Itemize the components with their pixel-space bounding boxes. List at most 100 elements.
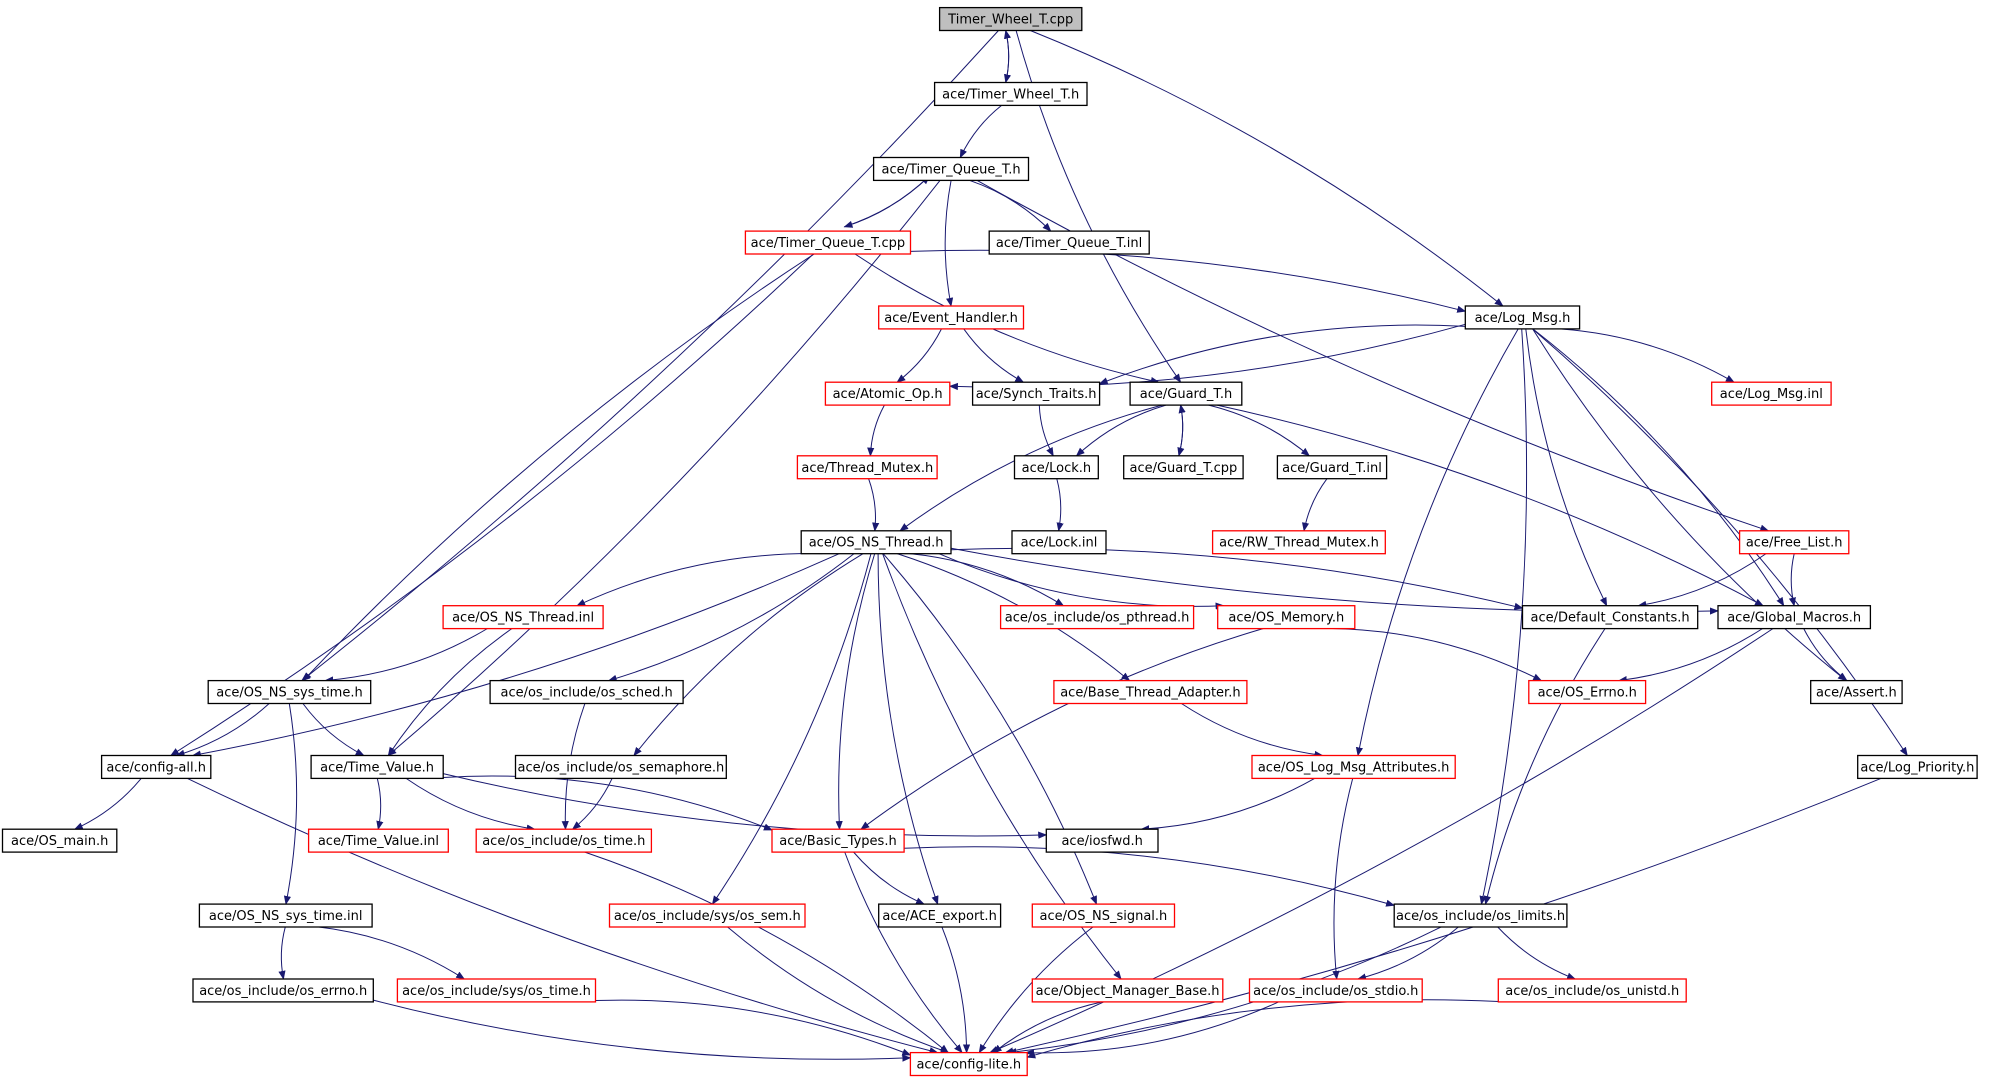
node-guard-cpp[interactable]: ace/Guard_T.cpp bbox=[1123, 455, 1244, 480]
node-objmgr[interactable]: ace/Object_Manager_Base.h bbox=[1031, 978, 1224, 1003]
node-box[interactable] bbox=[1810, 679, 1903, 705]
node-box[interactable] bbox=[1738, 530, 1850, 555]
node-box[interactable] bbox=[310, 754, 444, 780]
node-limits[interactable]: ace/os_include/os_limits.h bbox=[1393, 903, 1568, 928]
node-timevalue[interactable]: ace/Time_Value.h bbox=[310, 754, 444, 780]
node-freelist[interactable]: ace/Free_List.h bbox=[1738, 530, 1850, 555]
node-box[interactable] bbox=[1528, 679, 1647, 705]
node-box[interactable] bbox=[1031, 978, 1224, 1003]
node-box[interactable] bbox=[1217, 605, 1356, 630]
node-box[interactable] bbox=[1464, 305, 1581, 330]
node-atomic[interactable]: ace/Atomic_Op.h bbox=[824, 381, 951, 406]
node-box[interactable] bbox=[192, 978, 374, 1003]
node-pthread[interactable]: ace/os_include/os_pthread.h bbox=[999, 605, 1195, 630]
node-box[interactable] bbox=[999, 605, 1195, 630]
node-rwmutex[interactable]: ace/RW_Thread_Mutex.h bbox=[1211, 530, 1386, 555]
node-queue-h[interactable]: ace/Timer_Queue_T.h bbox=[872, 156, 1030, 182]
node-box[interactable] bbox=[608, 903, 806, 928]
node-box[interactable] bbox=[207, 679, 372, 705]
node-box[interactable] bbox=[800, 530, 952, 555]
node-stdio[interactable]: ace/os_include/os_stdio.h bbox=[1248, 978, 1423, 1003]
node-box[interactable] bbox=[744, 230, 912, 255]
node-box[interactable] bbox=[1045, 828, 1159, 853]
node-basictypes[interactable]: ace/Basic_Types.h bbox=[771, 828, 905, 853]
node-guard-h[interactable]: ace/Guard_T.h bbox=[1129, 381, 1243, 406]
node-box[interactable] bbox=[796, 455, 938, 480]
node-systime2[interactable]: ace/os_include/sys/os_time.h bbox=[396, 978, 597, 1003]
node-box[interactable] bbox=[1497, 978, 1687, 1003]
node-queue-cpp[interactable]: ace/Timer_Queue_T.cpp bbox=[744, 230, 912, 255]
node-assert[interactable]: ace/Assert.h bbox=[1810, 679, 1903, 705]
node-box[interactable] bbox=[1717, 605, 1872, 630]
node-box[interactable] bbox=[1129, 381, 1243, 406]
node-wheel-h[interactable]: ace/Timer_Wheel_T.h bbox=[933, 81, 1088, 107]
node-box[interactable] bbox=[1123, 455, 1244, 480]
node-semaphore[interactable]: ace/os_include/os_semaphore.h bbox=[514, 754, 727, 780]
node-box[interactable] bbox=[1013, 455, 1099, 480]
node-box[interactable] bbox=[442, 605, 604, 630]
node-box[interactable] bbox=[1, 828, 118, 853]
node-box[interactable] bbox=[933, 81, 1088, 107]
node-box[interactable] bbox=[1276, 455, 1388, 480]
node-basethread[interactable]: ace/Base_Thread_Adapter.h bbox=[1053, 679, 1248, 705]
node-configlite[interactable]: ace/config-lite.h bbox=[909, 1051, 1028, 1077]
node-lock-h[interactable]: ace/Lock.h bbox=[1013, 455, 1099, 480]
node-configall[interactable]: ace/config-all.h bbox=[100, 754, 212, 780]
node-osmain[interactable]: ace/OS_main.h bbox=[1, 828, 118, 853]
node-osthread-h[interactable]: ace/OS_NS_Thread.h bbox=[800, 530, 952, 555]
node-lock-inl[interactable]: ace/Lock.inl bbox=[1011, 530, 1107, 555]
node-systime-inl[interactable]: ace/OS_NS_sys_time.inl bbox=[198, 903, 373, 928]
node-wheel-cpp[interactable]: Timer_Wheel_T.cpp bbox=[938, 6, 1083, 32]
node-box[interactable] bbox=[489, 679, 684, 705]
node-logmsg-h[interactable]: ace/Log_Msg.h bbox=[1464, 305, 1581, 330]
node-event-h[interactable]: ace/Event_Handler.h bbox=[878, 305, 1025, 330]
node-unistd[interactable]: ace/os_include/os_unistd.h bbox=[1497, 978, 1687, 1003]
node-tv-inl[interactable]: ace/Time_Value.inl bbox=[307, 828, 449, 853]
node-iosfwd[interactable]: ace/iosfwd.h bbox=[1045, 828, 1159, 853]
node-guard-inl[interactable]: ace/Guard_T.inl bbox=[1276, 455, 1388, 480]
node-box[interactable] bbox=[1857, 754, 1978, 780]
node-box[interactable] bbox=[198, 903, 373, 928]
node-systime-h[interactable]: ace/OS_NS_sys_time.h bbox=[207, 679, 372, 705]
node-signal[interactable]: ace/OS_NS_signal.h bbox=[1031, 903, 1176, 928]
node-errno[interactable]: ace/os_include/os_errno.h bbox=[192, 978, 374, 1003]
node-box[interactable] bbox=[396, 978, 597, 1003]
node-box[interactable] bbox=[878, 903, 1002, 928]
node-box[interactable] bbox=[100, 754, 212, 780]
node-box[interactable] bbox=[1393, 903, 1568, 928]
node-box[interactable] bbox=[1031, 903, 1176, 928]
node-sched[interactable]: ace/os_include/os_sched.h bbox=[489, 679, 684, 705]
node-box[interactable] bbox=[878, 305, 1025, 330]
node-box[interactable] bbox=[824, 381, 951, 406]
node-logmsg-inl[interactable]: ace/Log_Msg.inl bbox=[1711, 381, 1832, 406]
node-box[interactable] bbox=[1521, 605, 1699, 630]
node-box[interactable] bbox=[475, 828, 653, 853]
node-queue-inl[interactable]: ace/Timer_Queue_T.inl bbox=[988, 230, 1150, 255]
node-oslogattr[interactable]: ace/OS_Log_Msg_Attributes.h bbox=[1251, 754, 1456, 780]
node-box[interactable] bbox=[514, 754, 727, 780]
node-box[interactable] bbox=[1011, 530, 1107, 555]
node-box[interactable] bbox=[1711, 381, 1832, 406]
node-osmemory[interactable]: ace/OS_Memory.h bbox=[1217, 605, 1356, 630]
node-box[interactable] bbox=[938, 6, 1083, 32]
node-box[interactable] bbox=[1251, 754, 1456, 780]
node-box[interactable] bbox=[909, 1051, 1028, 1077]
node-box[interactable] bbox=[1211, 530, 1386, 555]
node-tmutex[interactable]: ace/Thread_Mutex.h bbox=[796, 455, 938, 480]
node-defconst[interactable]: ace/Default_Constants.h bbox=[1521, 605, 1699, 630]
node-box[interactable] bbox=[1053, 679, 1248, 705]
node-globmac[interactable]: ace/Global_Macros.h bbox=[1717, 605, 1872, 630]
node-oserrno[interactable]: ace/OS_Errno.h bbox=[1528, 679, 1647, 705]
node-box[interactable] bbox=[307, 828, 449, 853]
node-box[interactable] bbox=[771, 828, 905, 853]
node-synch[interactable]: ace/Synch_Traits.h bbox=[971, 381, 1101, 406]
node-box[interactable] bbox=[872, 156, 1030, 182]
node-box[interactable] bbox=[1248, 978, 1423, 1003]
node-aceexport[interactable]: ace/ACE_export.h bbox=[878, 903, 1002, 928]
node-syssem[interactable]: ace/os_include/sys/os_sem.h bbox=[608, 903, 806, 928]
node-logprio[interactable]: ace/Log_Priority.h bbox=[1857, 754, 1978, 780]
node-box[interactable] bbox=[988, 230, 1150, 255]
node-box[interactable] bbox=[971, 381, 1101, 406]
node-ostime[interactable]: ace/os_include/os_time.h bbox=[475, 828, 653, 853]
node-osthread-inl[interactable]: ace/OS_NS_Thread.inl bbox=[442, 605, 604, 630]
